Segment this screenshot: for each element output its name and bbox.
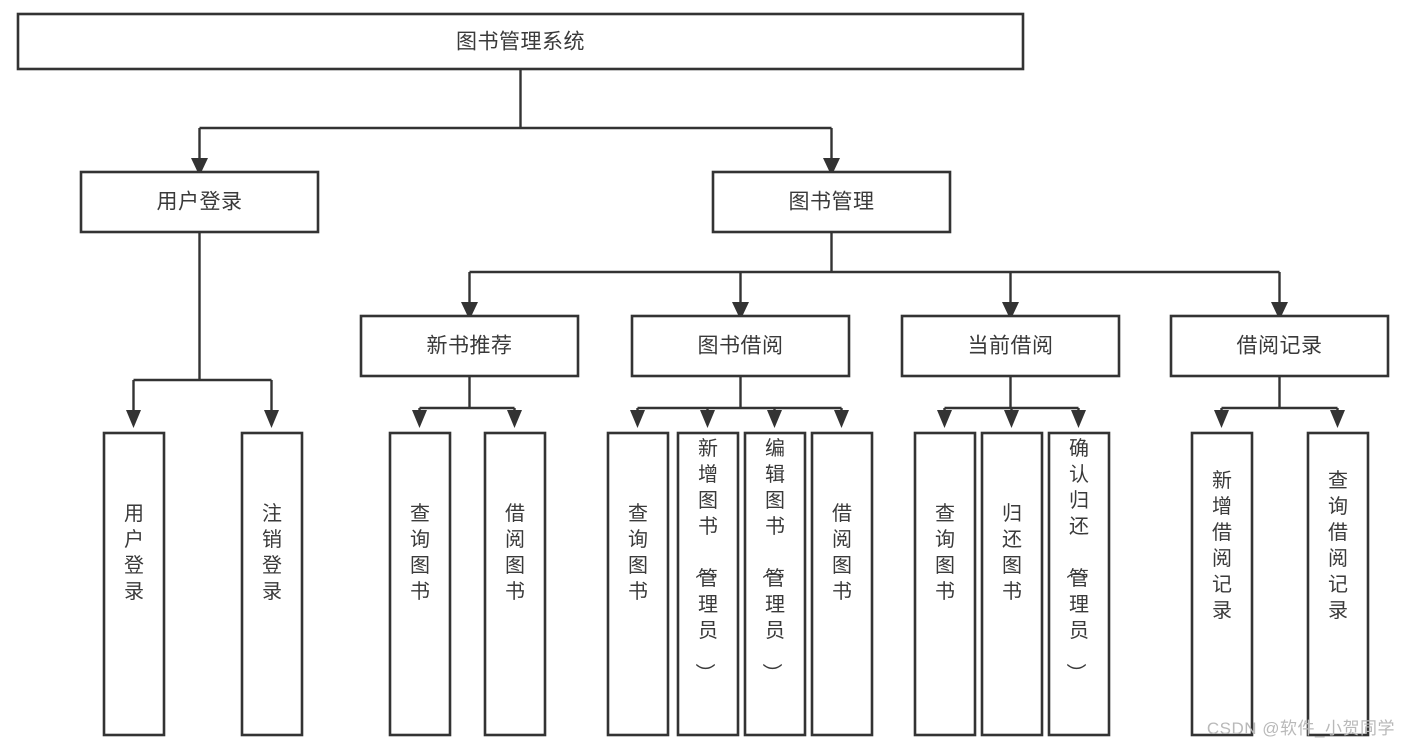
node-leaf-query-book-2-label: 查询图书 [628,502,648,603]
node-leaf-query-book-3[interactable]: 查询图书 [913,431,977,737]
node-leaf-return-book-box[interactable] [980,431,1044,737]
node-leaf-borrow-book-1-label: 借阅图书 [505,502,525,603]
arrow-to-leaf-add-record [1214,410,1229,428]
node-leaf-query-record-label: 查询借阅记录 [1328,469,1348,622]
connector-newbook-to-leaves [418,377,516,424]
node-new-book-recommend[interactable]: 新书推荐 [359,314,580,378]
connector-userlogin-to-leaves [132,233,273,410]
node-new-book-recommend-label: 新书推荐 [427,335,513,358]
connector-bookmanage-to-level3 [468,233,1281,302]
connector-root-to-level2 [198,69,833,158]
node-leaf-add-book-label: 新增图书（管理员） [693,437,718,683]
node-current-borrow-label: 当前借阅 [968,335,1054,358]
node-leaf-query-record-box[interactable] [1306,431,1370,737]
node-leaf-user-logout[interactable]: 注销登录 [240,431,304,737]
node-leaf-user-login-box[interactable] [102,431,166,737]
connector-borrowrecord-to-leaves [1220,377,1339,424]
node-leaf-confirm-return-box[interactable] [1047,431,1111,737]
arrow-to-leaf-borrow-book-1 [507,410,522,428]
node-leaf-add-record[interactable]: 新增借阅记录 [1190,431,1254,737]
node-leaf-return-book-label: 归还图书 [1002,502,1022,603]
connector-layer [132,69,1339,424]
node-leaf-user-login-label: 用户登录 [124,503,144,603]
node-current-borrow[interactable]: 当前借阅 [900,314,1121,378]
arrow-to-current-borrow [1002,302,1019,320]
arrow-to-book-manage [823,158,840,176]
arrow-to-leaf-query-record [1330,410,1345,428]
node-leaf-borrow-book-2-box[interactable] [810,431,874,737]
node-leaf-return-book[interactable]: 归还图书 [980,431,1044,737]
node-leaf-query-book-1-label: 查询图书 [410,502,430,603]
node-current-borrow-box[interactable] [900,314,1121,378]
connector-bookborrow-to-leaves [636,377,843,424]
node-book-manage[interactable]: 图书管理 [711,170,952,234]
node-leaf-user-logout-label: 注销登录 [262,502,282,603]
arrow-to-leaf-add-book [700,410,715,428]
node-book-borrow[interactable]: 图书借阅 [630,314,851,378]
node-leaf-edit-book-label: 编辑图书（管理员） [760,437,785,683]
arrow-to-leaf-query-book-2 [630,410,645,428]
node-book-borrow-label: 图书借阅 [698,335,784,358]
node-leaf-add-record-label: 新增借阅记录 [1212,469,1232,622]
node-leaf-query-book-1-box[interactable] [388,431,452,737]
arrow-to-leaf-query-book-1 [412,410,427,428]
arrow-to-leaf-confirm-return [1071,410,1086,428]
node-borrow-record-label: 借阅记录 [1237,335,1323,358]
node-book-manage-label: 图书管理 [789,191,875,214]
node-leaf-query-book-2-box[interactable] [606,431,670,737]
node-user-login-label: 用户登录 [157,191,243,214]
watermark-label: CSDN @软件_小贺同学 [1206,719,1395,738]
arrow-to-leaf-query-book-3 [937,410,952,428]
arrow-to-leaf-return-book [1004,410,1019,428]
node-root[interactable]: 图书管理系统 [16,12,1025,71]
node-root-box[interactable] [16,12,1025,71]
node-leaf-query-record[interactable]: 查询借阅记录 [1306,431,1370,737]
node-user-login-box[interactable] [79,170,320,234]
node-leaf-borrow-book-2[interactable]: 借阅图书 [810,431,874,737]
node-leaf-query-book-2[interactable]: 查询图书 [606,431,670,737]
arrow-to-borrow-record [1271,302,1288,320]
leaf-layer: 用户登录 注销登录 查询图书 借阅图书 查询图书 新增图书（管理员） [102,431,1370,737]
arrowhead-layer [126,158,1345,428]
node-leaf-add-record-box[interactable] [1190,431,1254,737]
node-leaf-confirm-return-label: 确认归还（管理员） [1064,437,1089,683]
node-leaf-borrow-book-2-label: 借阅图书 [832,502,852,603]
node-leaf-query-book-3-box[interactable] [913,431,977,737]
arrow-to-book-borrow [732,302,749,320]
node-leaf-user-login[interactable]: 用户登录 [102,431,166,737]
node-leaf-edit-book[interactable]: 编辑图书（管理员） [743,431,807,737]
arrow-to-leaf-user-logout [264,410,279,428]
node-leaf-user-logout-box[interactable] [240,431,304,737]
arrow-to-leaf-user-login [126,410,141,428]
node-leaf-query-book-1[interactable]: 查询图书 [388,431,452,737]
node-book-borrow-box[interactable] [630,314,851,378]
arrow-to-new-book-recommend [461,302,478,320]
node-leaf-add-book[interactable]: 新增图书（管理员） [676,431,740,737]
node-leaf-borrow-book-1-box[interactable] [483,431,547,737]
node-leaf-add-book-box[interactable] [676,431,740,737]
node-root-label: 图书管理系统 [456,31,585,54]
node-borrow-record-box[interactable] [1169,314,1390,378]
node-book-manage-box[interactable] [711,170,952,234]
node-borrow-record[interactable]: 借阅记录 [1169,314,1390,378]
node-leaf-confirm-return[interactable]: 确认归还（管理员） [1047,431,1111,737]
node-leaf-edit-book-box[interactable] [743,431,807,737]
arrow-to-leaf-edit-book [767,410,782,428]
node-new-book-recommend-box[interactable] [359,314,580,378]
node-leaf-borrow-book-1[interactable]: 借阅图书 [483,431,547,737]
arrow-to-user-login [191,158,208,176]
node-user-login[interactable]: 用户登录 [79,170,320,234]
arrow-to-leaf-borrow-book-2 [834,410,849,428]
node-leaf-query-book-3-label: 查询图书 [935,502,955,603]
